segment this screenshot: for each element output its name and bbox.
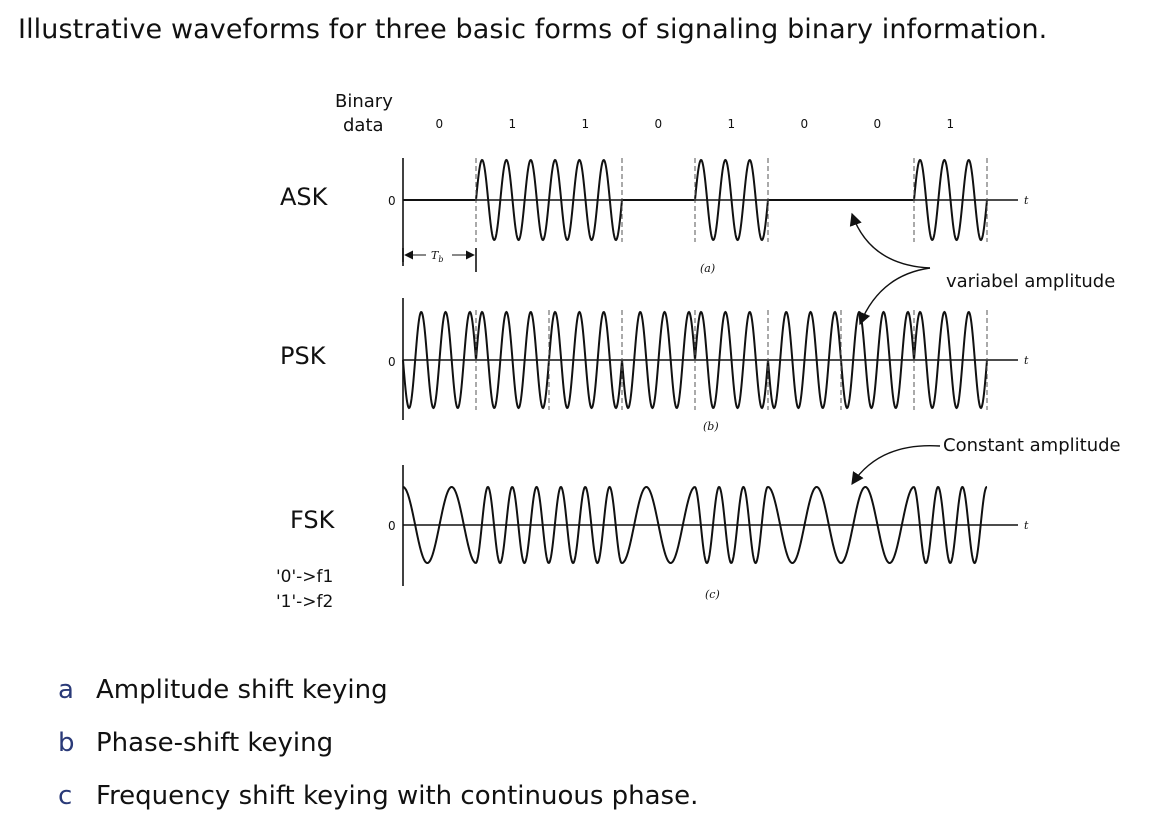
caption-item-a: a Amplitude shift keying: [58, 664, 698, 717]
caption-item-b: b Phase-shift keying: [58, 717, 698, 770]
variable-amplitude-label: variabel amplitude: [946, 271, 1115, 292]
fsk-mapping-zero: '0'->f1: [276, 567, 333, 587]
ask-bit-boundaries: [475, 158, 988, 242]
bit-label: 1: [947, 117, 955, 131]
ask-time-label: t: [1024, 194, 1029, 207]
ask-sublabel: (a): [700, 262, 715, 275]
binary-bits: 0 1 1 0 1 0 0 1: [436, 117, 955, 131]
bit-label: 1: [728, 117, 736, 131]
page-title: Illustrative waveforms for three basic f…: [18, 14, 1048, 45]
ask-zero-label: 0: [388, 194, 396, 208]
fsk-mapping-one: '1'->f2: [276, 592, 333, 612]
fsk-waveform: [402, 485, 988, 565]
caption-list: a Amplitude shift keying b Phase-shift key…: [58, 664, 698, 823]
ask-label: ASK: [280, 183, 329, 211]
bit-label: 1: [582, 117, 590, 131]
caption-letter-a: a: [58, 675, 74, 705]
binary-data-label-line2: data: [343, 115, 384, 136]
psk-bit-boundaries: [475, 310, 988, 410]
psk-sublabel: (b): [703, 420, 719, 433]
binary-data-label-line1: Binary: [335, 91, 393, 112]
variable-amplitude-arrow-to-psk: [858, 267, 931, 326]
constant-amplitude-label: Constant amplitude: [943, 435, 1121, 456]
bit-label: 1: [509, 117, 517, 131]
bit-label: 0: [801, 117, 809, 131]
fsk-sublabel: (c): [705, 588, 720, 601]
caption-text-b: Phase-shift keying: [96, 728, 334, 758]
tb-label: Tb: [431, 249, 443, 264]
psk-zero-label: 0: [388, 355, 396, 369]
psk-label: PSK: [280, 342, 327, 370]
caption-text-a: Amplitude shift keying: [96, 675, 388, 705]
fsk-zero-label: 0: [388, 519, 396, 533]
fsk-time-label: t: [1024, 519, 1029, 532]
variable-amplitude-arrow-to-ask: [849, 212, 931, 269]
bit-label: 0: [655, 117, 663, 131]
caption-text-c: Frequency shift keying with continuous p…: [96, 781, 699, 811]
caption-item-c: c Frequency shift keying with continuous …: [58, 770, 698, 823]
constant-amplitude-arrow: [851, 444, 941, 486]
caption-letter-b: b: [58, 728, 75, 758]
fsk-label: FSK: [290, 506, 336, 534]
caption-letter-c: c: [58, 781, 73, 811]
psk-time-label: t: [1024, 354, 1029, 367]
bit-label: 0: [436, 117, 444, 131]
bit-label: 0: [874, 117, 882, 131]
